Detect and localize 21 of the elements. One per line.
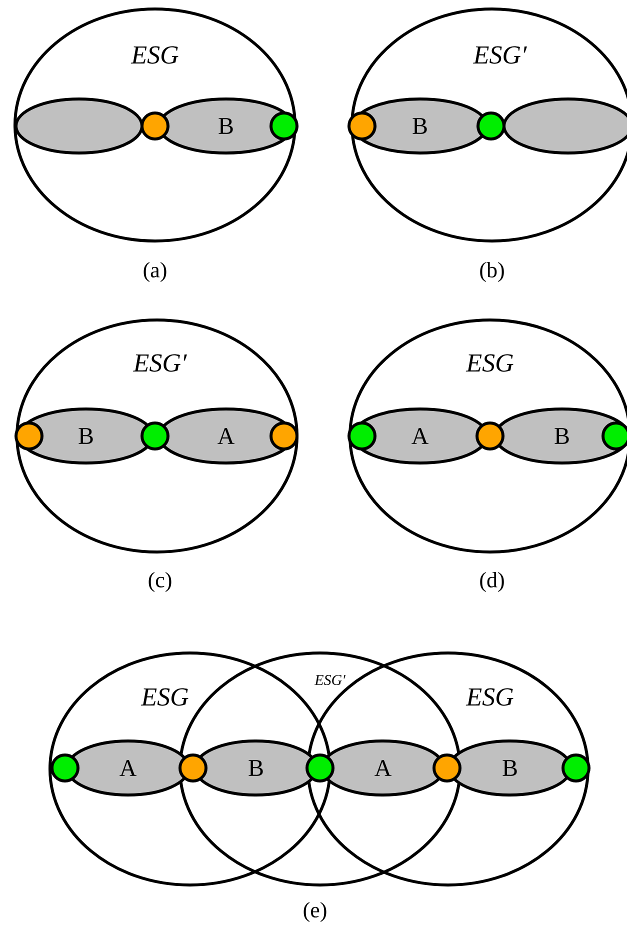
vertex-dot xyxy=(140,422,170,450)
vertex-dot xyxy=(476,112,506,140)
vertex-dot xyxy=(270,112,298,140)
region-ellipse xyxy=(502,98,627,154)
vertex-dot xyxy=(348,422,376,450)
vertex-dot xyxy=(140,112,170,140)
vertex-dot xyxy=(306,754,334,782)
panel-caption: (a) xyxy=(144,262,166,282)
vertex-dot xyxy=(270,422,298,450)
vertex-dot xyxy=(562,754,590,782)
region-ellipse xyxy=(14,98,144,154)
vertex-dot xyxy=(348,112,376,140)
panel-caption: (c) xyxy=(148,572,172,592)
vertex-dot xyxy=(476,422,504,450)
vertex-dot xyxy=(14,422,44,450)
vertex-dot xyxy=(50,754,80,782)
vertex-dot xyxy=(602,422,627,450)
panel-caption: (b) xyxy=(480,262,504,282)
vertex-dot xyxy=(178,754,208,782)
vertex-dot xyxy=(432,754,462,782)
panel-caption: (d) xyxy=(480,572,504,592)
